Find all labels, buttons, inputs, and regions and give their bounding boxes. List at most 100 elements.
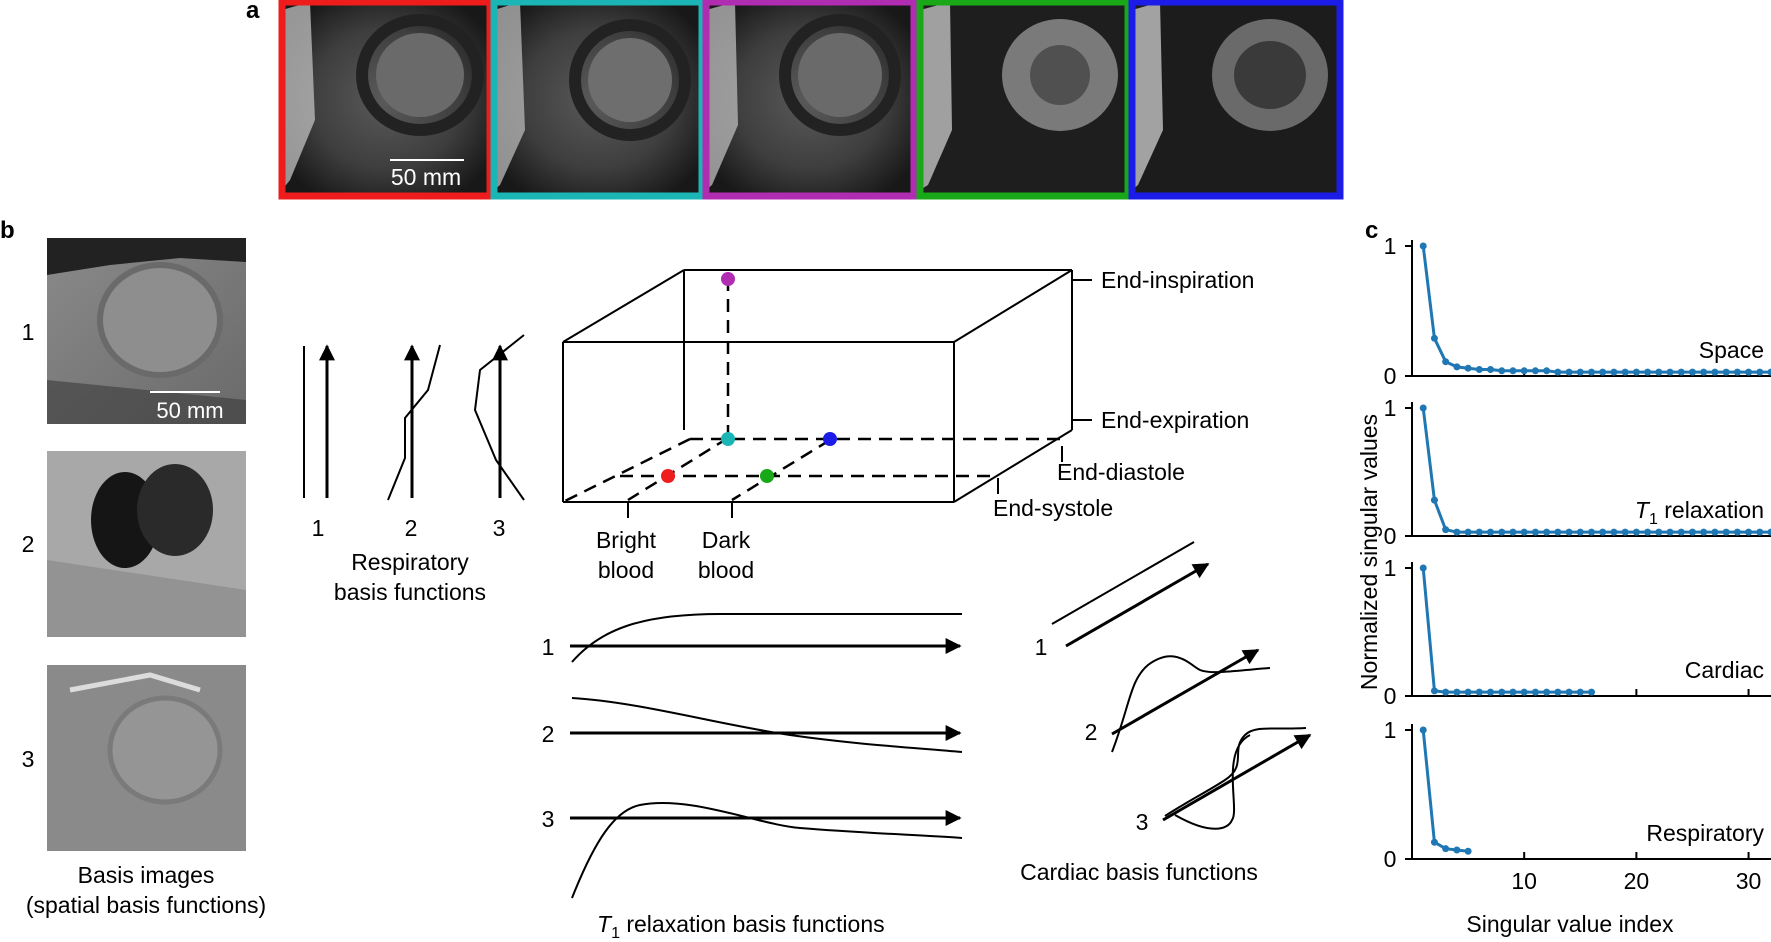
data-point xyxy=(1509,688,1517,696)
data-point xyxy=(1419,404,1427,412)
data-point xyxy=(1700,368,1708,376)
chart-y-tick-label: 1 xyxy=(1384,395,1397,421)
data-point xyxy=(1677,368,1685,376)
label-bright-line1: Bright xyxy=(596,527,657,553)
data-point xyxy=(1509,367,1517,375)
chart-x-tick-label: 30 xyxy=(1736,868,1762,894)
data-point xyxy=(1666,368,1674,376)
data-point xyxy=(1520,528,1528,536)
data-point xyxy=(1464,847,1472,855)
basis-scale-bar-label: 50 mm xyxy=(156,398,223,423)
data-point xyxy=(1498,528,1506,536)
data-point xyxy=(1745,368,1753,376)
cube-dot-magenta xyxy=(721,272,735,286)
data-point xyxy=(1543,688,1551,696)
cardiac-basis-functions xyxy=(1051,541,1312,830)
data-point xyxy=(1475,688,1483,696)
chart-y-tick-label: 1 xyxy=(1384,555,1397,581)
mri-frame-1 xyxy=(278,0,494,200)
data-point xyxy=(1531,367,1539,375)
basis-images-caption-line2: (spatial basis functions) xyxy=(26,892,266,918)
t1-number-3: 3 xyxy=(542,806,555,832)
panel-label-c: c xyxy=(1365,217,1378,244)
data-point xyxy=(1588,688,1595,696)
data-point xyxy=(1543,528,1551,536)
chart-xlabel: Singular value index xyxy=(1466,911,1674,937)
basis-image-number-1: 1 xyxy=(22,319,35,345)
data-point xyxy=(1487,688,1495,696)
data-point xyxy=(1632,528,1640,536)
series-line-3 xyxy=(1421,729,1469,853)
data-point xyxy=(1419,242,1427,250)
chart-x-tick-label: 20 xyxy=(1624,868,1650,894)
data-point xyxy=(1599,528,1607,536)
data-point xyxy=(1632,368,1640,376)
data-point xyxy=(1610,368,1618,376)
cardiac-number-3: 3 xyxy=(1136,809,1149,835)
label-dark-line1: Dark xyxy=(702,527,751,553)
mri-frame-5 xyxy=(1128,0,1344,200)
data-point xyxy=(1453,363,1461,371)
chart-y-tick-label: 0 xyxy=(1384,523,1397,549)
scale-bar-label: 50 mm xyxy=(391,164,461,190)
label-end-expiration: End-expiration xyxy=(1101,407,1249,433)
data-point xyxy=(1464,364,1472,372)
label-end-systole: End-systole xyxy=(993,495,1113,521)
data-point xyxy=(1442,358,1450,366)
data-point xyxy=(1520,367,1528,375)
panel-label-a: a xyxy=(246,0,260,24)
series-label-1: T1 relaxation xyxy=(1635,497,1764,528)
chart-ylabel: Normalized singular values xyxy=(1356,414,1382,690)
data-point xyxy=(1430,496,1438,504)
data-point xyxy=(1565,688,1573,696)
data-point xyxy=(1487,366,1495,373)
t1-basis-functions xyxy=(570,613,963,899)
cube-dot-green xyxy=(760,469,774,483)
t1-number-2: 2 xyxy=(542,721,555,747)
data-point xyxy=(1498,367,1506,375)
data-point xyxy=(1722,368,1730,376)
basis-images: 50 mm 1 2 3 Basis images (spatial basis … xyxy=(22,238,266,918)
data-point xyxy=(1520,688,1528,696)
series-label-3: Respiratory xyxy=(1646,820,1764,846)
data-point xyxy=(1554,528,1562,536)
label-dark-line2: blood xyxy=(698,557,754,583)
data-point xyxy=(1576,528,1584,536)
data-point xyxy=(1442,845,1450,853)
chart-y-tick-label: 1 xyxy=(1384,717,1397,743)
respiratory-number-2: 2 xyxy=(405,515,418,541)
data-point xyxy=(1554,368,1562,376)
data-point xyxy=(1711,368,1719,376)
data-point xyxy=(1745,528,1753,536)
basis-image-1 xyxy=(47,238,246,424)
data-point xyxy=(1733,368,1741,376)
basis-image-number-2: 2 xyxy=(22,531,35,557)
data-point xyxy=(1700,528,1708,536)
data-point xyxy=(1588,368,1595,376)
t1-caption: T1 relaxation basis functions xyxy=(597,911,885,942)
data-point xyxy=(1565,368,1573,376)
data-point xyxy=(1655,368,1663,376)
data-point xyxy=(1722,528,1730,536)
series-label-0: Space xyxy=(1699,337,1764,363)
basis-image-number-3: 3 xyxy=(22,746,35,772)
data-point xyxy=(1430,838,1438,846)
mri-frame-2 xyxy=(490,0,706,200)
cube-dot-red xyxy=(661,469,675,483)
chart-y-tick-label: 0 xyxy=(1384,683,1397,709)
data-point xyxy=(1688,528,1696,536)
respiratory-basis-functions xyxy=(303,334,525,501)
label-bright-line2: blood xyxy=(598,557,654,583)
data-point xyxy=(1644,528,1652,536)
respiratory-caption-line1: Respiratory xyxy=(351,549,469,575)
series-label-2: Cardiac xyxy=(1685,657,1764,683)
data-point xyxy=(1464,528,1472,536)
data-point xyxy=(1475,366,1483,373)
data-point xyxy=(1677,528,1685,536)
data-point xyxy=(1419,564,1427,572)
cube-diagram xyxy=(562,269,1092,518)
cube-dot-cyan xyxy=(721,432,735,446)
basis-image-3 xyxy=(47,665,246,851)
data-point xyxy=(1475,528,1483,536)
